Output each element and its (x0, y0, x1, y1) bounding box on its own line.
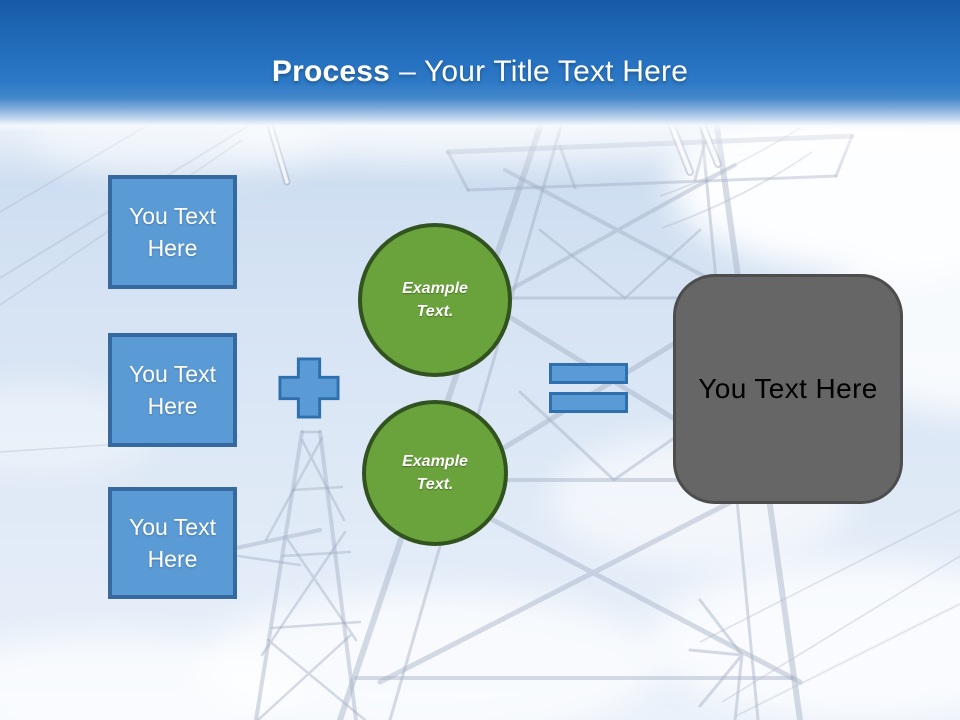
plus-icon[interactable] (278, 357, 340, 419)
title-banner: Process– Your Title Text Here (0, 0, 960, 132)
example-circle-1-label: Example Text. (402, 280, 468, 320)
result-box-label: You Text Here (698, 373, 878, 404)
input-box-3[interactable]: You Text Here (108, 487, 237, 599)
slide-title[interactable]: Process– Your Title Text Here (0, 54, 960, 90)
example-circle-1[interactable]: Example Text. (358, 223, 512, 377)
title-emphasis: Process (271, 55, 391, 88)
equals-bar-top (549, 363, 628, 384)
equals-bar-bottom (549, 392, 628, 413)
example-circle-2-label: Example Text. (402, 453, 468, 493)
input-box-1[interactable]: You Text Here (108, 175, 237, 289)
title-rest: – Your Title Text Here (399, 55, 689, 88)
input-box-2[interactable]: You Text Here (108, 333, 237, 447)
input-box-1-label: You Text Here (129, 203, 216, 261)
example-circle-2[interactable]: Example Text. (362, 400, 508, 546)
result-box[interactable]: You Text Here (673, 274, 903, 504)
input-box-3-label: You Text Here (129, 514, 216, 572)
equals-icon[interactable] (549, 363, 628, 413)
input-box-2-label: You Text Here (129, 361, 216, 419)
